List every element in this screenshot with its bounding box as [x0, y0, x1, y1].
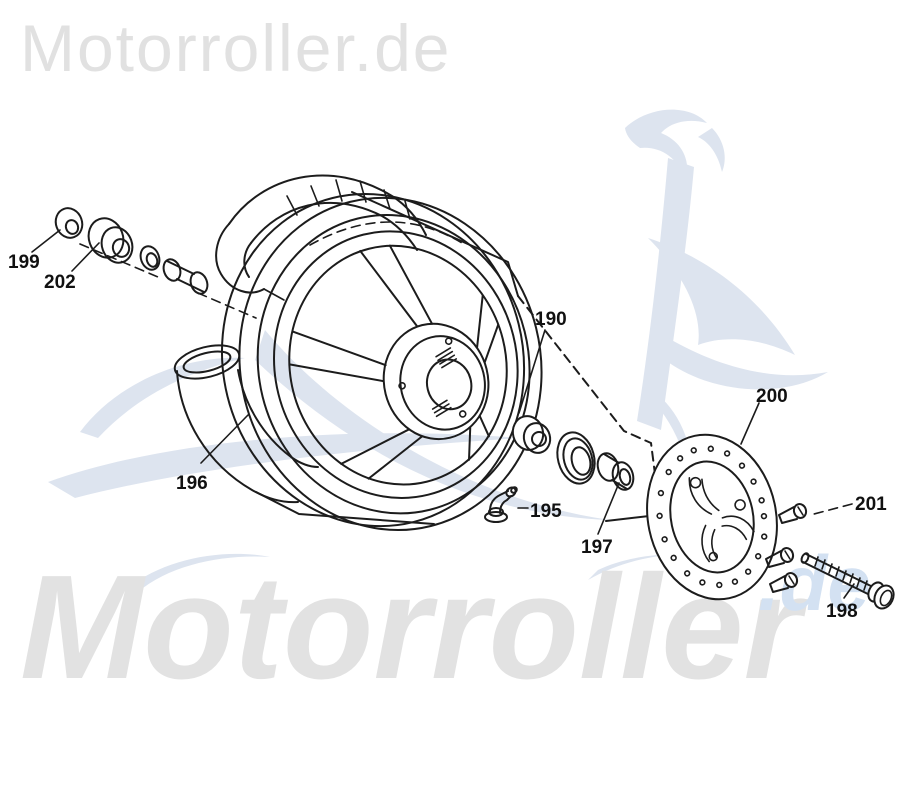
- part-label-200: 200: [756, 386, 788, 407]
- wheel-spokes: [288, 244, 500, 480]
- swoosh-left-small: [80, 357, 245, 438]
- disc-bolt: [765, 547, 795, 568]
- disc-bolts: [765, 503, 808, 593]
- axle-thread-hatch: [814, 556, 868, 591]
- brand-logo-text: Motorroller.de: [20, 11, 452, 85]
- swoosh-bottom-left: [128, 553, 270, 592]
- disc-bolt: [778, 503, 808, 524]
- part-label-195: 195: [530, 501, 562, 522]
- axle-bolt: [800, 552, 895, 610]
- axle-nut: [54, 207, 84, 239]
- disc-bolt: [769, 572, 799, 593]
- leader-lines: [31, 229, 855, 599]
- part-label-199: 199: [8, 252, 40, 273]
- spacer-ring: [139, 245, 161, 271]
- dragon-wing-lower: [668, 338, 828, 390]
- wheel-hub: [382, 322, 490, 441]
- wheel-rim: [220, 192, 543, 531]
- part-label-196: 196: [176, 473, 208, 494]
- disc-drilled-holes: [656, 445, 768, 589]
- spacer-tube: [162, 258, 209, 295]
- part-label-202: 202: [44, 272, 76, 293]
- brake-disc: [646, 433, 778, 601]
- wheel-bearing: [511, 415, 552, 454]
- disc-center-swirl: [688, 476, 755, 563]
- dragon-body-band: [255, 330, 610, 520]
- part-label-198: 198: [826, 601, 858, 622]
- dragon-wing: [648, 238, 795, 355]
- valve-stem: [484, 486, 518, 523]
- part-label-197: 197: [581, 537, 613, 558]
- speedo-drive-hub: [87, 217, 134, 264]
- dragon-horn-curl: [625, 109, 707, 180]
- dragon-neck: [637, 158, 694, 430]
- dragon-horn-small: [698, 128, 725, 172]
- part-label-190: 190: [535, 309, 567, 330]
- hub-spline-hatch: [431, 347, 458, 418]
- seal-ring: [556, 431, 596, 485]
- hub-spacer: [596, 452, 635, 491]
- part-labels: 199 202 190 196 195 197 200 201 198: [8, 252, 887, 622]
- part-label-201: 201: [855, 494, 887, 515]
